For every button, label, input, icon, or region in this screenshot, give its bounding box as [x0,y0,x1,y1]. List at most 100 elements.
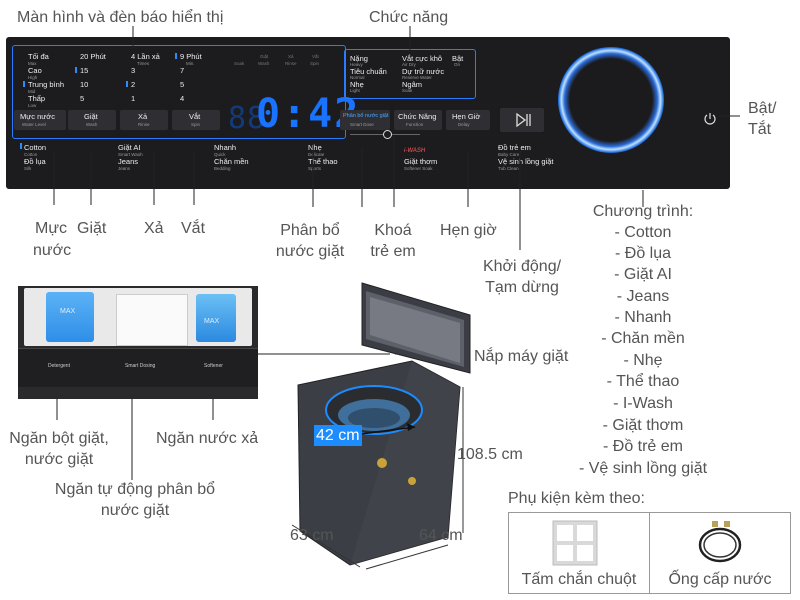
callout-auto-dose-2: nước giặt [275,243,345,260]
water-hose-label: Ống cấp nước [668,571,772,588]
callout-auto-dose-1: Phân bổ [280,222,340,239]
level-low: Thấp [28,94,46,103]
dimension-width: 63 cm [290,527,334,544]
program-item: - Đồ lụa [614,245,672,262]
spin-button[interactable]: Vắt Spin [172,110,220,130]
program-item: - Thể thao [606,373,680,390]
program-item: - Đồ trẻ em [602,438,683,455]
delay-button[interactable]: Hẹn Giờ Delay [446,110,490,130]
wash-time-20: 20 Phút [80,52,106,61]
play-pause-icon [516,112,531,128]
rinse-button-sub: Rinse [138,122,150,127]
max-mark-left: MAX [60,308,76,315]
spin-time-7: 7 [180,66,185,75]
rinse-button-label: Xả [138,112,148,121]
function-button-label: Chức Năng [398,112,437,121]
smart-dose-button-label: Phân bổ nước giặt [343,113,389,119]
display-ghost: 88 [228,101,267,136]
fn-on: Bật [452,54,464,63]
program-item: - Nhẹ [623,352,663,369]
mouse-guard-icon [552,520,598,566]
callout-softener-tray: Ngăn nước xả [156,430,259,447]
program-item: - I-Wash [613,395,673,412]
fn-light: Nhẹ [350,80,364,89]
level-high: Cao [28,66,42,75]
callout-functions: Chức năng [369,9,449,26]
spin-time-9: 9 Phút [180,52,202,61]
spin-button-label: Vắt [189,112,201,121]
water-level-button-label: Mực nước [20,112,55,121]
drawer-smart-dosing-label: Smart Dosing [125,363,156,369]
prog-tubclean-en: Tub Clean [498,166,519,171]
fn-reserve-en: Reserve Water [402,75,432,80]
programs-title: Chương trình: [592,203,694,220]
rinse-times-4: 4 Lần xả [131,52,160,61]
callout-spin: Vắt [181,220,206,237]
prog-baby: Đồ trẻ em [498,143,531,152]
callout-powder-tray-1: Ngăn bột giặt, [9,430,109,447]
prog-silk-en: Silk [24,166,32,171]
program-item: - Nhanh [614,309,672,326]
spin-button-sub: Spin [191,122,201,127]
callout-lid: Nắp máy giặt [474,348,569,365]
mouse-guard-label: Tấm chắn chuột [521,571,637,588]
power-icon [704,113,716,125]
callout-water-level-2: nước [33,242,72,259]
function-button-sub: Function [406,122,424,127]
water-level-button[interactable]: Mực nước Water Level [14,110,66,130]
level-max-en: Max [28,61,37,66]
program-item: - Giặt AI [614,266,672,283]
rinse-times-1: 1 [131,94,136,103]
rinse-times-sub: Times [137,61,150,66]
power-button[interactable] [702,111,718,127]
accessories-title: Phụ kiện kèm theo: [508,490,645,507]
fn-reserve: Dự trữ nước [402,67,445,76]
prog-sports-en: Sports [308,166,322,171]
wash-time-5: 5 [80,94,85,103]
prog-tubclean: Vệ sinh lồng giặt [498,157,554,166]
delay-button-label: Hẹn Giờ [452,112,481,121]
function-button[interactable]: Chức Năng Function [394,110,442,130]
smart-dose-button[interactable]: Phân bổ nước giặt Smart Dose [340,110,390,130]
prog-baby-en: Baby Care [498,152,520,157]
status-soak: Soak [234,61,245,66]
program-item: - Cotton [614,224,672,241]
detergent-drawer: MAX MAX Detergent Smart Dosing Softener [18,286,258,399]
drawer-front: Detergent Smart Dosing Softener [18,348,258,387]
spin-times-sub: Min. [186,61,195,66]
start-pause-button[interactable] [500,108,544,132]
fn-light-en: Light [350,88,360,93]
callout-display: Màn hình và đèn báo hiển thị [17,9,224,26]
fn-heavy: Nặng [350,54,368,63]
spin-time-5: 5 [180,80,185,89]
callout-power-1: Bật/ [748,100,777,117]
level-mid: Trung bình [28,80,64,89]
wash-led [75,67,77,73]
wash-button[interactable]: Giặt Wash [68,110,116,130]
smart-dose-button-sub: Smart Dose [350,122,374,127]
callout-timer: Hẹn giờ [440,222,497,239]
wash-button-label: Giặt [84,112,98,121]
prog-sports: Thể thao [308,157,338,166]
rinse-button[interactable]: Xả Rinse [120,110,168,130]
status-wash-en: Wash [258,61,270,66]
callout-auto-tray-1: Ngăn tự động phân bổ [54,481,216,498]
callout-powder-tray-2: nước giặt [24,451,94,468]
rinse-led [126,81,128,87]
program-dial[interactable] [558,47,664,153]
prog-quick: Nhanh [214,143,237,152]
fn-normal: Tiêu chuẩn [350,67,387,76]
prog-iwash: i-WASH [404,148,426,154]
prog-quick-en: Quick [214,152,226,157]
smart-dosing-compartment [116,294,188,346]
indicator-outline [12,45,346,139]
program-led [20,143,22,149]
washing-machine [291,282,471,570]
callout-wash: Giặt [77,220,107,237]
child-lock-icon [383,130,392,139]
powder-compartment: MAX [46,292,94,342]
callout-power-2: Tắt [748,121,772,138]
water-level-button-sub: Water Level [22,122,46,127]
level-led [23,81,25,87]
delay-button-sub: Delay [458,122,470,127]
